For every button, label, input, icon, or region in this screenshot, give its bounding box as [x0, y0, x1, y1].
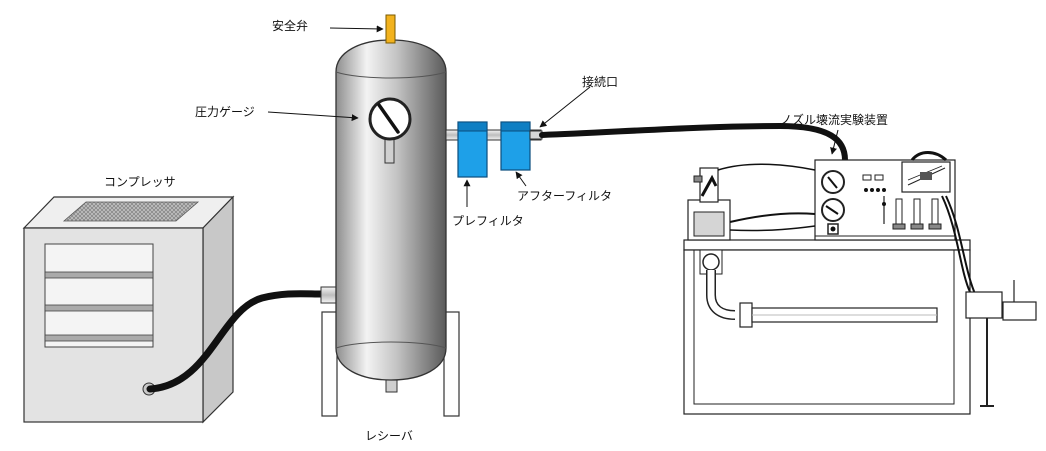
after-filter — [500, 121, 531, 171]
receiver-label: レシーバ — [365, 429, 413, 443]
leader-lines — [267, 25, 839, 207]
pre-filter — [457, 121, 488, 178]
nozzle-apparatus-label: ノズル壊流実験装置 — [780, 113, 889, 127]
pressure-gauge — [368, 97, 412, 164]
nozzle-apparatus — [683, 151, 1037, 415]
pressure-gauge-label: 圧力ゲージ — [195, 105, 255, 119]
safety-valve-label: 安全弁 — [272, 19, 309, 33]
compressor — [22, 195, 235, 424]
receiver-tank — [320, 39, 460, 417]
compressor-hose — [146, 290, 326, 393]
after-filter-label: アフターフィルタ — [517, 189, 613, 203]
safety-valve — [385, 14, 396, 44]
connection-port-label: 接続口 — [582, 75, 619, 89]
pre-filter-label: プレフィルタ — [452, 214, 524, 228]
compressor-label: コンプレッサ — [104, 175, 176, 189]
supply-hose — [539, 122, 848, 163]
